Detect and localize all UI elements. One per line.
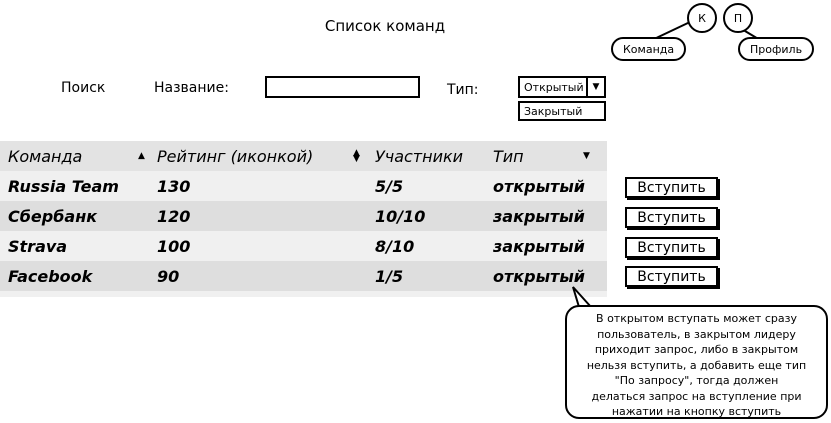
join-button[interactable]: Вступить xyxy=(625,266,718,287)
callout-pointer xyxy=(572,286,592,308)
teams-table: Команда ▲ Рейтинг (иконкой) ▲▼ Участники… xyxy=(0,141,607,297)
sort-both-icon[interactable]: ▲▼ xyxy=(353,148,360,164)
search-label: Поиск xyxy=(61,80,106,96)
callout-line: нельзя вступить, а добавить еще тип xyxy=(586,358,807,372)
profile-avatar[interactable]: П xyxy=(723,3,753,33)
team-members: 8/10 xyxy=(375,236,415,256)
table-row: Strava 100 8/10 закрытый xyxy=(0,231,607,261)
page-title: Список команд xyxy=(324,17,446,35)
join-button[interactable]: Вступить xyxy=(625,237,718,258)
type-select-value: Открытый xyxy=(524,80,584,94)
team-rating: 90 xyxy=(157,266,180,286)
team-type: закрытый xyxy=(493,236,585,256)
sort-up-icon[interactable]: ▲ xyxy=(138,151,145,161)
header-team[interactable]: Команда xyxy=(8,146,83,166)
callout-line: делаться запрос на вступление при xyxy=(591,389,802,403)
team-members: 1/5 xyxy=(375,266,404,286)
table-footer xyxy=(0,291,607,297)
table-row: Russia Team 130 5/5 открытый xyxy=(0,171,607,201)
team-type: закрытый xyxy=(493,206,585,226)
callout-line: "По запросу", тогда должен xyxy=(614,374,779,387)
callout-line: пользователь, в закрытом лидеру xyxy=(597,327,796,341)
table-row: Сбербанк 120 10/10 закрытый xyxy=(0,201,607,231)
team-avatar-letter: К xyxy=(698,11,706,25)
callout-line: нажатии на кнопку вступить xyxy=(611,405,782,418)
name-label: Название: xyxy=(154,80,229,96)
team-rating: 100 xyxy=(157,236,191,256)
team-name: Russia Team xyxy=(8,176,119,196)
type-label: Тип: xyxy=(447,82,479,98)
name-search-input[interactable] xyxy=(265,76,420,98)
team-rating: 130 xyxy=(157,176,191,196)
team-avatar[interactable]: К xyxy=(687,3,717,33)
team-members: 10/10 xyxy=(375,206,426,226)
team-rating: 120 xyxy=(157,206,191,226)
join-button[interactable]: Вступить xyxy=(625,177,718,198)
type-select[interactable]: Открытый ▼ xyxy=(518,76,606,98)
profile-bubble-label: Профиль xyxy=(750,42,803,56)
profile-avatar-letter: П xyxy=(733,11,743,25)
callout-line: В открытом вступать может сразу xyxy=(596,312,797,325)
header-members[interactable]: Участники xyxy=(375,146,464,166)
team-type: открытый xyxy=(493,176,585,196)
team-bubble-label: Команда xyxy=(623,42,675,56)
team-name: Сбербанк xyxy=(8,206,98,226)
team-bubble[interactable]: Команда xyxy=(611,37,687,61)
header-type[interactable]: Тип xyxy=(493,146,524,166)
team-members: 5/5 xyxy=(375,176,404,196)
sort-down-icon[interactable]: ▼ xyxy=(583,151,590,161)
comment-callout: В открытом вступать может сразу пользова… xyxy=(565,305,828,419)
table-header-row: Команда ▲ Рейтинг (иконкой) ▲▼ Участники… xyxy=(0,141,607,171)
header-rating[interactable]: Рейтинг (иконкой) xyxy=(157,146,314,166)
type-option-closed[interactable]: Закрытый xyxy=(518,101,606,121)
join-button[interactable]: Вступить xyxy=(625,207,718,228)
team-name: Strava xyxy=(8,236,68,256)
chevron-down-icon[interactable]: ▼ xyxy=(586,78,604,96)
table-row: Facebook 90 1/5 открытый xyxy=(0,261,607,291)
profile-bubble[interactable]: Профиль xyxy=(738,37,815,61)
team-name: Facebook xyxy=(8,266,93,286)
callout-line: приходит запрос, либо в закрытом xyxy=(594,343,799,356)
team-type: открытый xyxy=(493,266,585,286)
